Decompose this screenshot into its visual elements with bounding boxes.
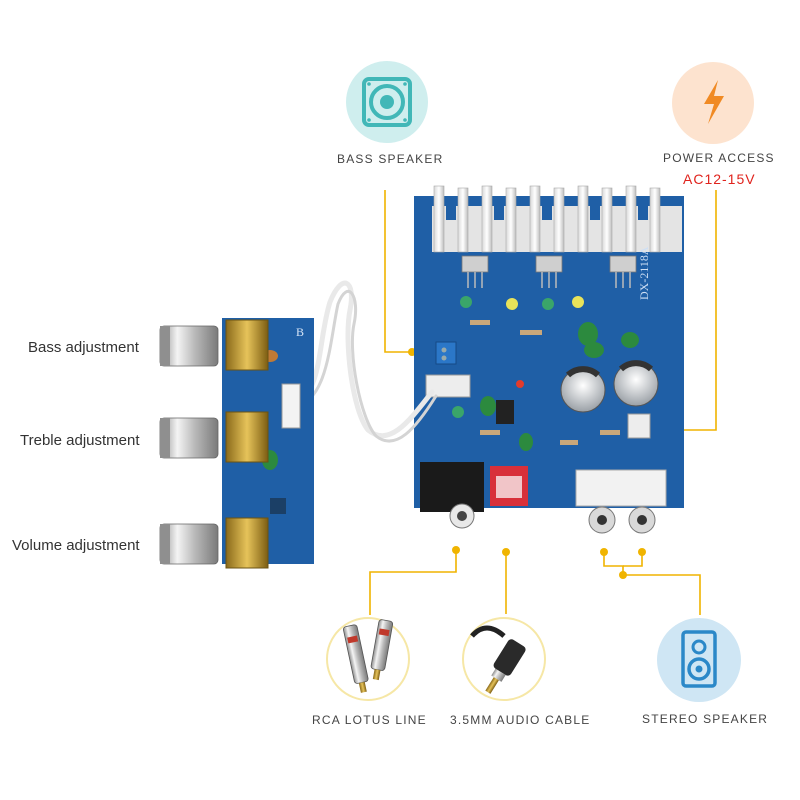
audio-input-socket — [420, 462, 528, 529]
stereo-speaker-icon — [681, 630, 717, 688]
bass-speaker-label: BASS SPEAKER — [337, 152, 444, 166]
audio-cable-label: 3.5MM AUDIO CABLE — [450, 713, 591, 727]
amplifier-board: DX-2118A — [414, 185, 684, 534]
volume-knob — [159, 517, 269, 569]
power-access-label: POWER ACCESS — [663, 151, 775, 165]
treble-adjustment-label: Treble adjustment — [20, 432, 140, 449]
bass-adjustment-label: Bass adjustment — [28, 339, 139, 356]
ribbon-cable — [293, 280, 438, 443]
board-model: DX-2118A — [637, 246, 651, 300]
callout-lines — [369, 190, 717, 615]
rca-lotus-line-label: RCA LOTUS LINE — [312, 713, 427, 727]
audio-jack-icon — [470, 625, 526, 694]
bass-knob — [159, 319, 269, 371]
stereo-speaker-label: STEREO SPEAKER — [642, 712, 769, 726]
rca-circle — [326, 617, 410, 701]
treble-knob — [159, 411, 269, 463]
rca-plug-icon — [343, 619, 394, 693]
stereo-output-sockets — [575, 469, 667, 534]
speaker-icon — [362, 77, 412, 127]
lightning-bolt-icon — [704, 80, 724, 124]
volume-adjustment-label: Volume adjustment — [12, 537, 140, 554]
power-voltage-label: AC12-15V — [683, 171, 756, 187]
electrolytic-capacitors — [560, 360, 659, 413]
small-components — [425, 296, 651, 451]
control-board-mark: B — [296, 325, 304, 339]
heatsink — [432, 185, 682, 253]
